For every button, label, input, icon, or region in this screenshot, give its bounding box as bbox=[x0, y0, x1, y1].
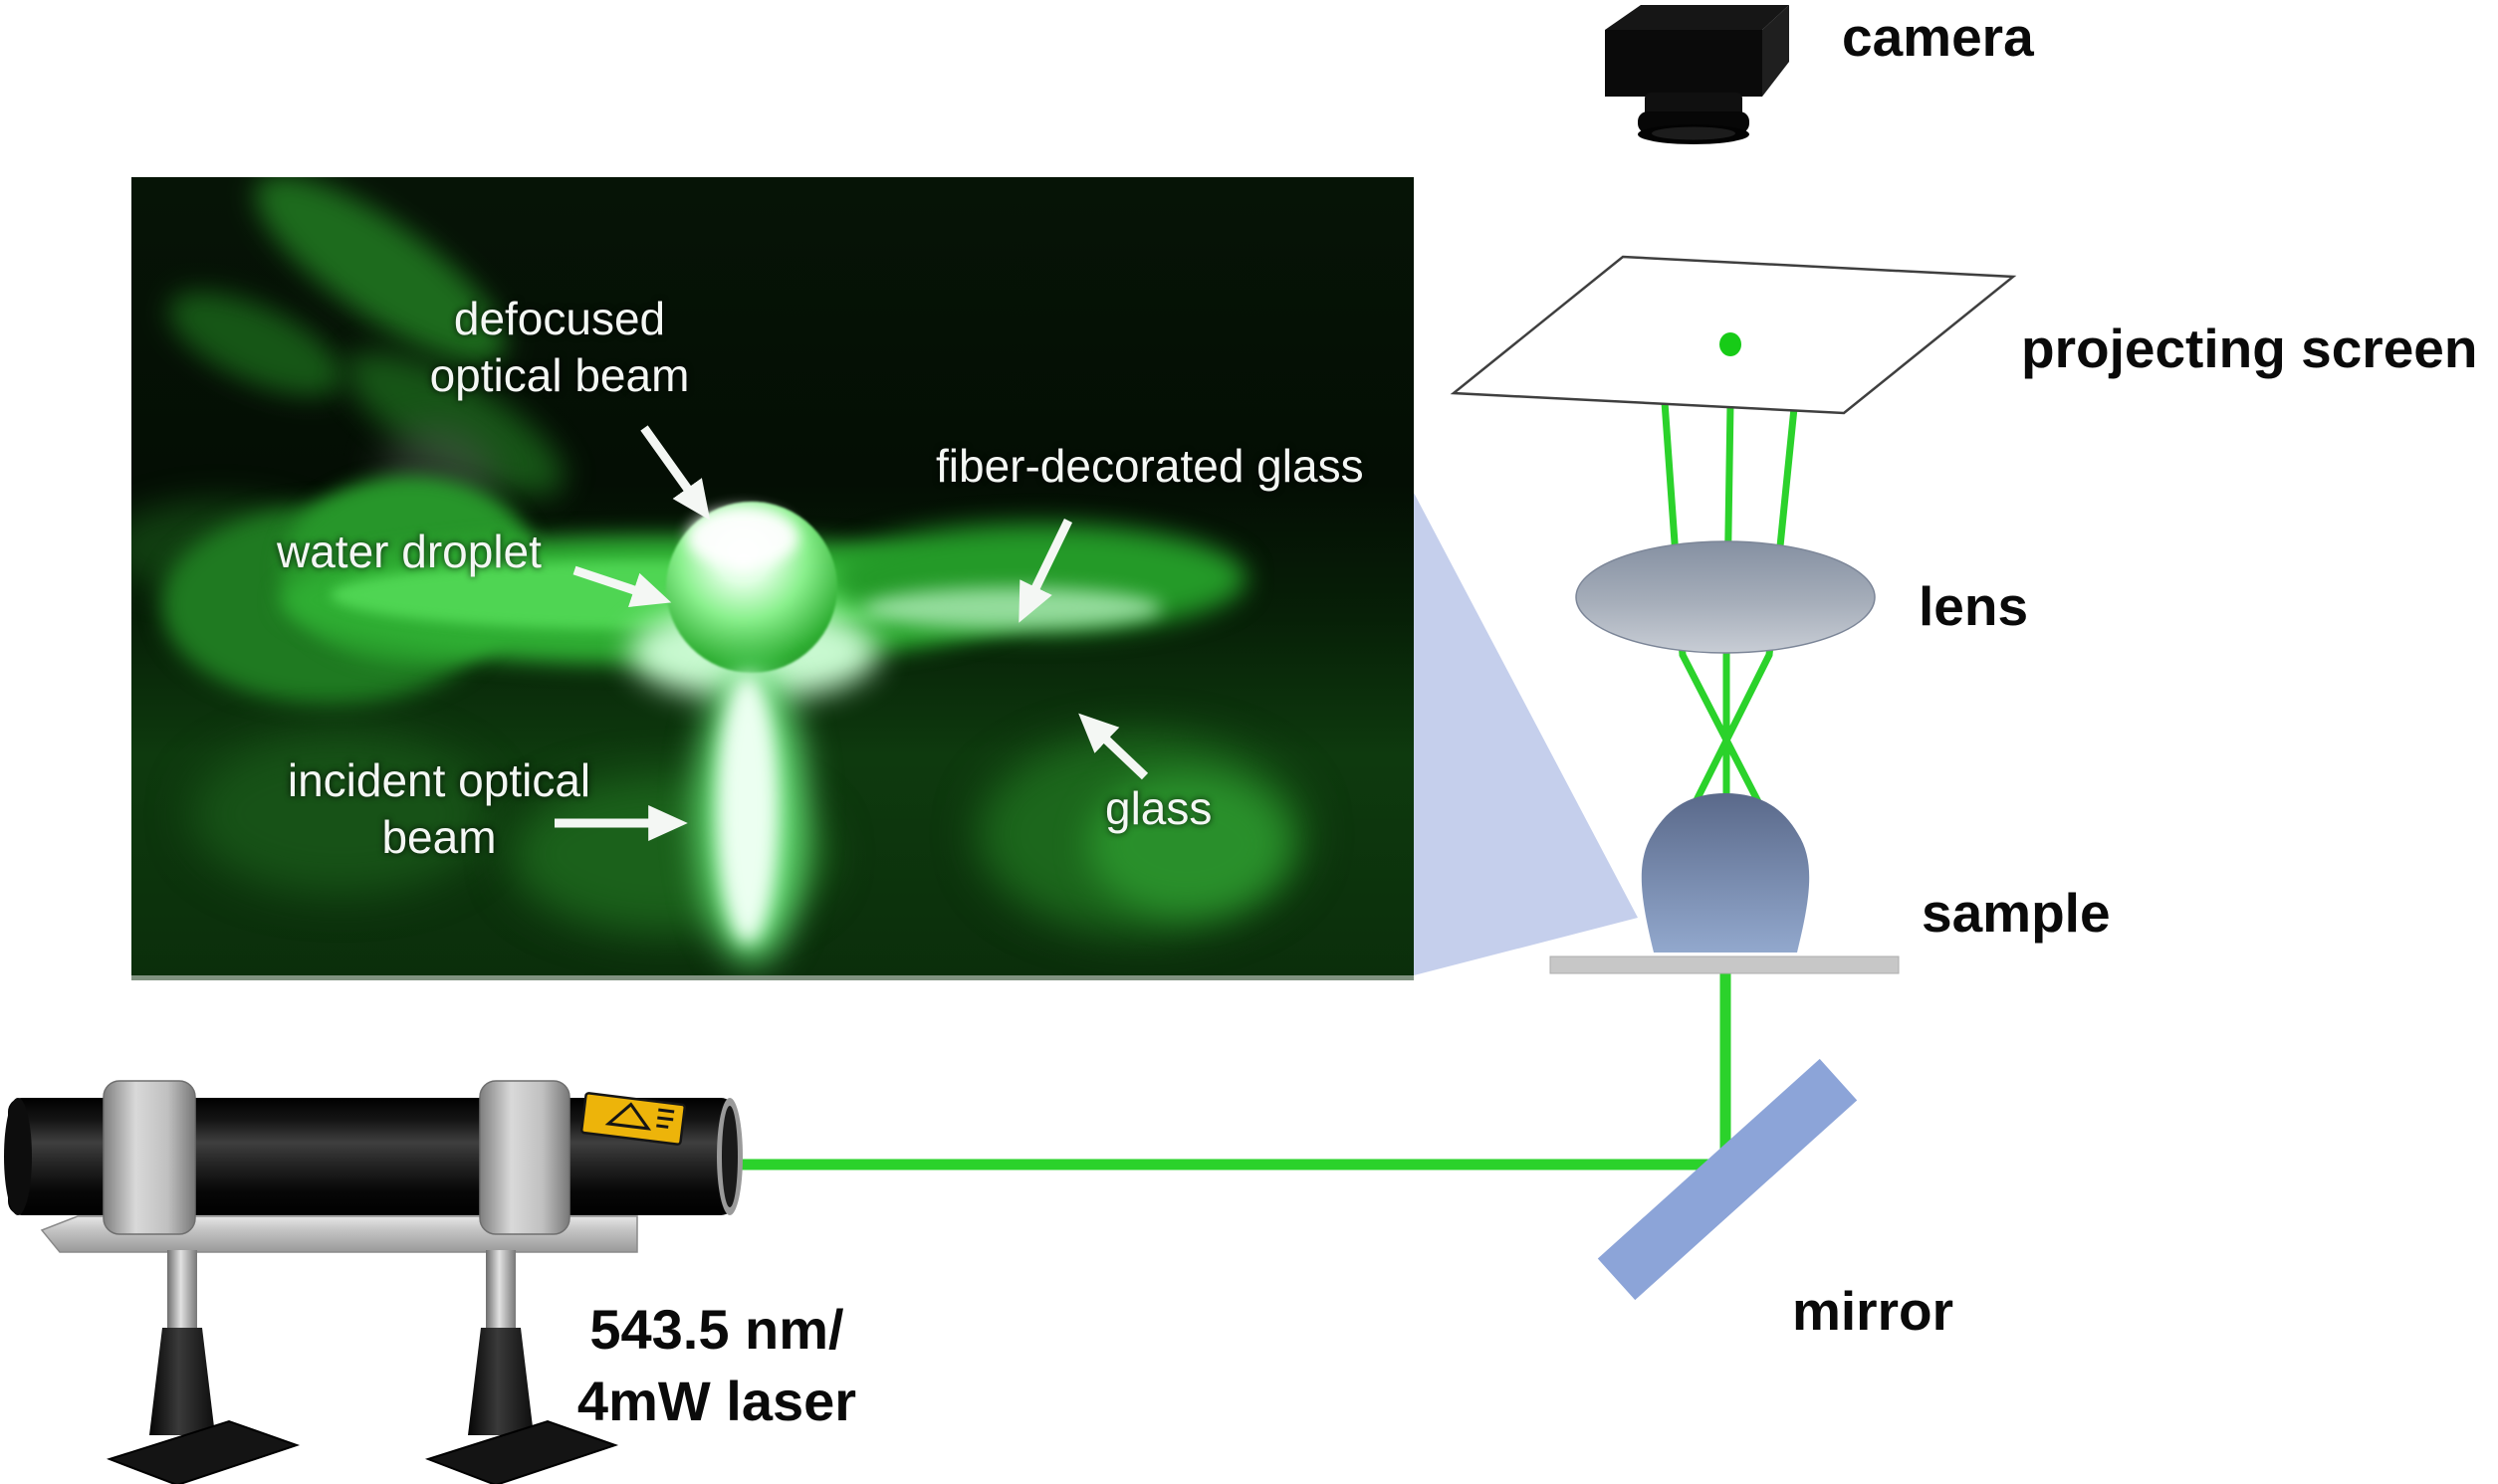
beam-ray-center bbox=[1722, 400, 1734, 826]
annotation-arrows bbox=[555, 425, 1149, 841]
lens-label: lens bbox=[1919, 575, 2029, 637]
defocused-beam-label-line2: optical beam bbox=[429, 349, 690, 401]
photo-table-edge bbox=[131, 975, 1414, 980]
projecting-screen-icon bbox=[1450, 255, 2017, 415]
projecting-screen-label: projecting screen bbox=[2021, 318, 2478, 379]
post-cylinder bbox=[167, 1250, 197, 1330]
laser-device-icon bbox=[4, 1080, 743, 1484]
laser-spot-dot bbox=[1719, 332, 1741, 356]
sample-label: sample bbox=[1922, 882, 2111, 944]
mirror-icon bbox=[1597, 1058, 1858, 1301]
post-cylinder bbox=[486, 1250, 516, 1330]
arrow-water-droplet bbox=[572, 565, 672, 607]
beam-ray-right bbox=[1683, 404, 1798, 824]
laser-beam-rays bbox=[732, 398, 1798, 1174]
post-cone bbox=[468, 1328, 534, 1435]
water-droplet-label: water droplet bbox=[277, 526, 542, 577]
sample-stage bbox=[1549, 955, 1900, 974]
incident-beam-label-line2: beam bbox=[381, 811, 497, 863]
laser-clamp-left bbox=[103, 1080, 196, 1235]
camera-label: camera bbox=[1842, 6, 2034, 68]
photo-floor-glow bbox=[1087, 774, 1286, 914]
arrow-defocused-beam bbox=[640, 425, 711, 521]
camera-icon bbox=[1605, 5, 1789, 144]
incident-beam-label-line1: incident optical bbox=[287, 754, 591, 806]
photo-floor-glow bbox=[191, 735, 490, 894]
post-cone bbox=[149, 1328, 215, 1435]
sample-icon bbox=[1549, 793, 1900, 974]
laser-spec-line1: 543.5 nm/ bbox=[589, 1298, 844, 1361]
post-base bbox=[106, 1419, 301, 1484]
laser-warning-sticker bbox=[580, 1092, 686, 1146]
laser-aperture bbox=[722, 1106, 738, 1207]
arrow-glass bbox=[1078, 713, 1149, 780]
camera-side bbox=[1762, 5, 1789, 97]
laser-tube-left-cap bbox=[4, 1098, 32, 1215]
laser-post-right bbox=[424, 1250, 619, 1484]
glass-label: glass bbox=[1105, 782, 1213, 834]
defocused-beam-label-line1: defocused bbox=[453, 293, 666, 344]
photo-callout-wedge bbox=[1414, 493, 1638, 975]
laser-spec-label: 543.5 nm/ 4mW laser bbox=[528, 1294, 906, 1437]
laser-clamp-right bbox=[479, 1080, 570, 1235]
incident-beam-label: incident optical beam bbox=[270, 752, 608, 866]
laser-spec-line2: 4mW laser bbox=[576, 1370, 857, 1432]
fiber-glass-label: fiber-decorated glass bbox=[936, 440, 1364, 492]
camera-front bbox=[1605, 30, 1762, 97]
experiment-photo-inset: defocused optical beam water droplet fib… bbox=[131, 177, 1414, 980]
mirror-label: mirror bbox=[1792, 1280, 1953, 1342]
beam-ray-left bbox=[1661, 398, 1773, 827]
defocused-beam-label: defocused optical beam bbox=[380, 291, 739, 404]
camera-top bbox=[1605, 5, 1789, 30]
camera-lens-glass bbox=[1652, 126, 1735, 140]
lens-icon bbox=[1575, 540, 1876, 654]
post-base bbox=[424, 1419, 619, 1484]
photo-slab-sparkle bbox=[863, 587, 1162, 629]
photo-incident-beam-core bbox=[717, 675, 779, 944]
arrow-fiber-glass bbox=[1019, 519, 1073, 623]
sample-droplet bbox=[1641, 793, 1810, 953]
laser-post-left bbox=[106, 1250, 301, 1484]
